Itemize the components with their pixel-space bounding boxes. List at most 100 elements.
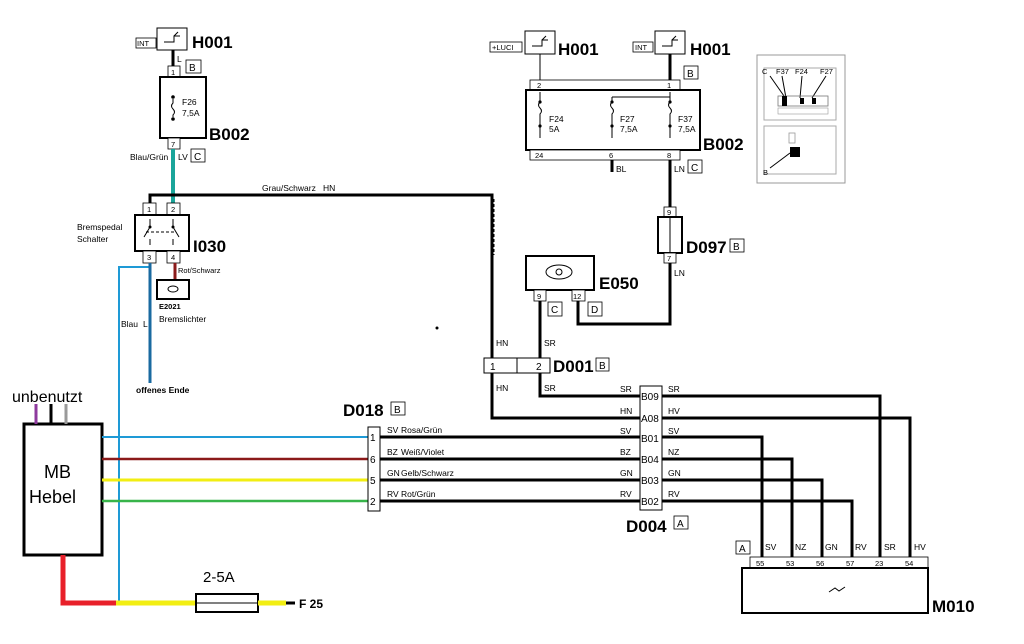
d004-l-bz: BZ — [620, 447, 631, 457]
d018-code-rv: RV — [387, 489, 399, 499]
h001-mid-icon — [532, 35, 548, 47]
i030-pin-1: 1 — [147, 205, 151, 214]
d004: B09 A08 B01 B04 B03 B02 SR HN SV BZ GN R… — [620, 384, 689, 536]
h001-left-icon — [164, 31, 180, 43]
d004-l-rv: RV — [620, 489, 632, 499]
m010-pin-53: 53 — [786, 559, 794, 568]
b002l-fuse-amp: 7,5A — [182, 108, 200, 118]
m010-code-rv: RV — [855, 542, 867, 552]
d004-name: D004 — [626, 517, 667, 536]
inset-f37: F37 — [776, 67, 789, 76]
m010: A SV NZ GN RV SR HV 55 53 56 57 23 54 M0… — [735, 540, 975, 616]
b002r-f37-amp: 7,5A — [678, 124, 696, 134]
d004-pin-b04: B04 — [641, 455, 659, 466]
i030-pin-4: 4 — [171, 253, 175, 262]
fuse-ref-label: F 25 — [299, 597, 323, 611]
mb-hebel: MB Hebel unbenutzt — [12, 389, 104, 557]
h001-mid-name: H001 — [558, 40, 599, 59]
e2021-label: Bremslichter — [159, 314, 206, 324]
wire-rot-gruen: Rot/Grün — [401, 489, 436, 499]
wire-rosa-gruen: Rosa/Grün — [401, 425, 442, 435]
m010-code-hv: HV — [914, 542, 926, 552]
d004-pin-b09: B09 — [641, 392, 659, 403]
d004-l-hn: HN — [620, 406, 632, 416]
d018-pin-1: 1 — [370, 433, 376, 444]
d097-pin-bot: 7 — [667, 254, 671, 263]
e050-pin-b: 12 — [573, 292, 581, 301]
b002r-pin-bot-c: 8 — [667, 151, 671, 160]
b002l-letter-b: B — [189, 63, 196, 74]
d004-l-gn: GN — [620, 468, 633, 478]
b002-right: 2 1 B F24 5A F27 7,5A F37 7,5A 24 6 8 B0… — [525, 65, 744, 161]
b002r-f27-amp: 7,5A — [620, 124, 638, 134]
d004-r-rv: RV — [668, 489, 680, 499]
h001-right: INT H001 — [632, 30, 731, 59]
h001-right-tag: INT — [635, 43, 648, 52]
d004-letter-a: A — [677, 519, 684, 530]
e050: E050 9 12 C D — [525, 255, 639, 317]
inset-f24: F24 — [795, 67, 808, 76]
d018-name: D018 — [343, 401, 384, 420]
m010-pin-54: 54 — [905, 559, 913, 568]
b002r-pin-top-a: 2 — [537, 81, 541, 90]
e050-name: E050 — [599, 274, 639, 293]
wire-offenes-ende: offenes Ende — [136, 385, 190, 395]
h001-mid-tag: +LUCI — [492, 43, 513, 52]
i030-name: I030 — [193, 237, 226, 256]
m010-symbol-icon — [828, 586, 846, 593]
wire-blau: Blau — [121, 319, 138, 329]
fuse-inline-label: 2-5A — [203, 569, 235, 586]
b002r-f24-amp: 5A — [549, 124, 560, 134]
wire-blau-gruen: Blau/Grün — [130, 152, 169, 162]
m010-pin-56: 56 — [816, 559, 824, 568]
d001: 1 2 D001 B — [483, 357, 610, 376]
h001-right-icon — [662, 35, 678, 47]
i030-label-1: Bremspedal — [77, 222, 122, 232]
m010-pin-23: 23 — [875, 559, 883, 568]
b002l-pin-bot: 7 — [171, 140, 175, 149]
d018-letter-b: B — [394, 405, 401, 416]
d097: 9 7 D097 B — [657, 206, 745, 264]
d018-code-sv: SV — [387, 425, 399, 435]
h001-left-tag: INT — [137, 39, 150, 48]
b002r-f37-name: F37 — [678, 114, 693, 124]
b002l-letter-c: C — [194, 152, 201, 163]
b002r-f24-name: F24 — [549, 114, 564, 124]
i030-switch: 1 2 3 4 Bremspedal Schalter I030 — [77, 202, 226, 264]
i030-pin-2: 2 — [171, 205, 175, 214]
h001-left: INT H001 L — [135, 27, 233, 64]
b002r-pin-bot-b: 6 — [609, 151, 613, 160]
wire-lv: LV — [178, 152, 188, 162]
h001-left-wire-l: L — [177, 54, 182, 64]
i030-pin-3: 3 — [147, 253, 151, 262]
d004-l-sr: SR — [620, 384, 632, 394]
d001-name: D001 — [553, 357, 594, 376]
h001-mid: +LUCI H001 — [489, 30, 599, 59]
d097-pin-top: 9 — [667, 208, 671, 217]
d004-r-sr: SR — [668, 384, 680, 394]
wire-bl: BL — [616, 164, 627, 174]
e2021-name: E2021 — [159, 302, 181, 311]
wire-hn-top: HN — [323, 183, 335, 193]
m010-letter-a: A — [739, 544, 746, 555]
mb-hebel-line1: MB — [44, 462, 71, 482]
b002r-letter-b: B — [687, 69, 694, 80]
d004-r-nz: NZ — [668, 447, 679, 457]
h001-left-name: H001 — [192, 33, 233, 52]
m010-pin-57: 57 — [846, 559, 854, 568]
wire-ln-top: LN — [674, 164, 685, 174]
wire-hn-mid: HN — [496, 338, 508, 348]
d004-l-sv: SV — [620, 426, 632, 436]
d001-pin-1: 1 — [490, 362, 496, 373]
d001-pin-2: 2 — [536, 362, 542, 373]
fuse-box-inset: C F37 F24 F27 B — [756, 54, 846, 184]
wire-weiss-violet: Weiß/Violet — [401, 447, 445, 457]
d004-r-hv: HV — [668, 406, 680, 416]
d018-pin-5: 5 — [370, 476, 376, 487]
wire-hn-low: HN — [496, 383, 508, 393]
d004-pin-a08: A08 — [641, 414, 659, 425]
b002r-pin-top-b: 1 — [667, 81, 671, 90]
wire-sr-d001: SR — [544, 383, 556, 393]
d004-pin-b01: B01 — [641, 434, 659, 445]
